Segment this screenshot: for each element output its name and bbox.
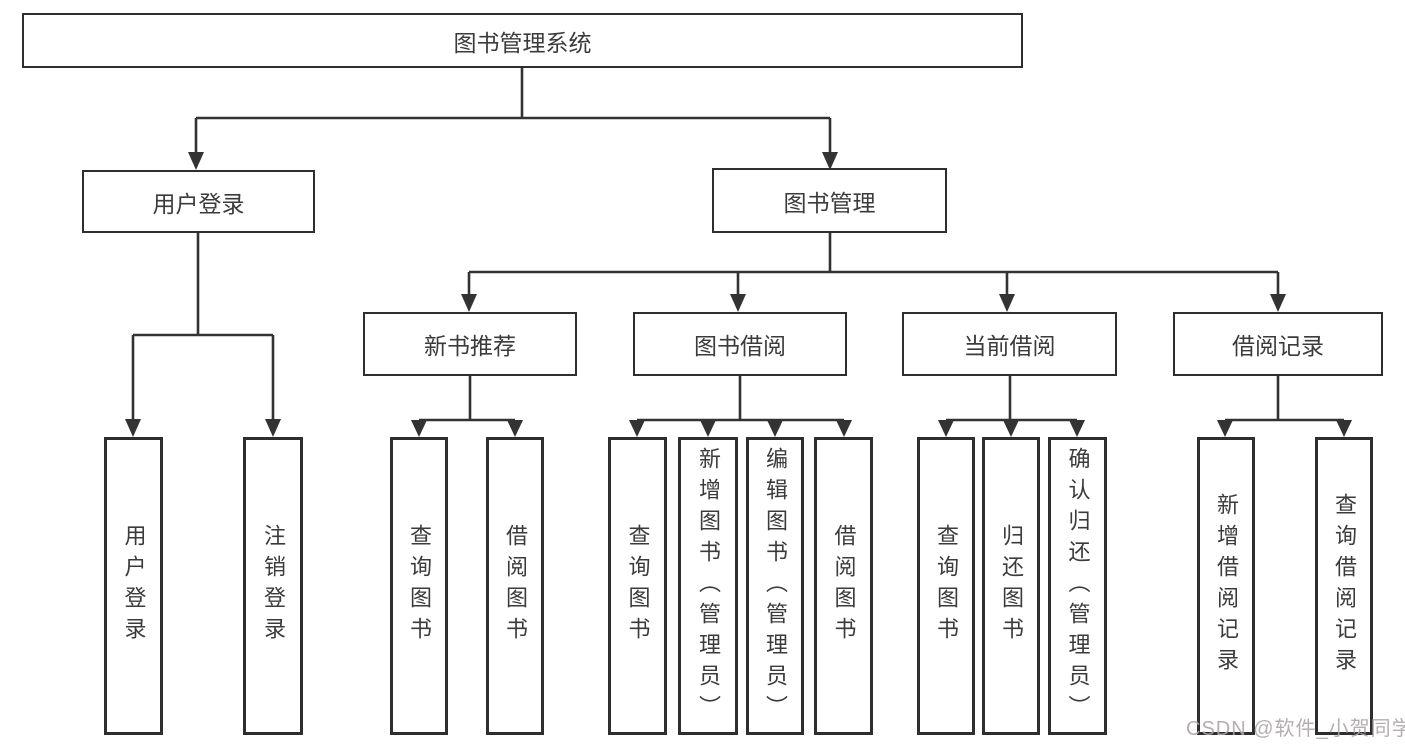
leaf-query-borrow-record: 查询借阅记录: [1315, 437, 1373, 735]
leaf-edit-books-admin: 编辑图书（管理员）: [746, 437, 804, 735]
leaf-query-books-1-label: 查询图书: [407, 524, 432, 648]
leaf-return-books: 归还图书: [982, 437, 1040, 735]
leaf-query-books-1: 查询图书: [390, 437, 448, 735]
leaf-confirm-return-admin: 确认归还（管理员）: [1048, 437, 1107, 735]
leaf-borrow-books-1-label: 借阅图书: [503, 524, 528, 648]
leaf-user-login: 用户登录: [104, 437, 163, 735]
csdn-watermark: CSDN @软件_小贺同学: [1186, 718, 1405, 740]
node-book-borrowing: 图书借阅: [633, 312, 847, 376]
leaf-query-borrow-record-label: 查询借阅记录: [1332, 493, 1357, 679]
leaf-logout: 注销登录: [243, 437, 303, 735]
node-book-management: 图书管理: [712, 168, 947, 233]
leaf-add-borrow-record: 新增借阅记录: [1197, 437, 1255, 735]
leaf-return-books-label: 归还图书: [999, 524, 1024, 648]
leaf-add-books-admin-label: 新增图书（管理员）: [696, 446, 721, 726]
node-new-book-recommendation: 新书推荐: [363, 312, 577, 376]
leaf-query-books-2: 查询图书: [608, 437, 667, 735]
leaf-borrow-books-1: 借阅图书: [486, 437, 544, 735]
leaf-borrow-books-2-label: 借阅图书: [831, 524, 857, 648]
leaf-user-login-label: 用户登录: [121, 524, 147, 648]
node-library-management-system: 图书管理系统: [22, 13, 1023, 68]
leaf-query-books-3-label: 查询图书: [934, 524, 959, 648]
leaf-confirm-return-admin-label: 确认归还（管理员）: [1065, 446, 1091, 726]
leaf-query-books-2-label: 查询图书: [625, 524, 651, 648]
leaf-logout-label: 注销登录: [261, 524, 286, 648]
node-current-borrowing: 当前借阅: [902, 312, 1117, 376]
node-user-login: 用户登录: [82, 170, 315, 233]
node-borrowing-records: 借阅记录: [1173, 312, 1383, 376]
leaf-query-books-3: 查询图书: [917, 437, 975, 735]
leaf-add-books-admin: 新增图书（管理员）: [678, 437, 738, 735]
leaf-edit-books-admin-label: 编辑图书（管理员）: [763, 446, 788, 726]
leaf-add-borrow-record-label: 新增借阅记录: [1214, 493, 1239, 679]
leaf-borrow-books-2: 借阅图书: [814, 437, 873, 735]
